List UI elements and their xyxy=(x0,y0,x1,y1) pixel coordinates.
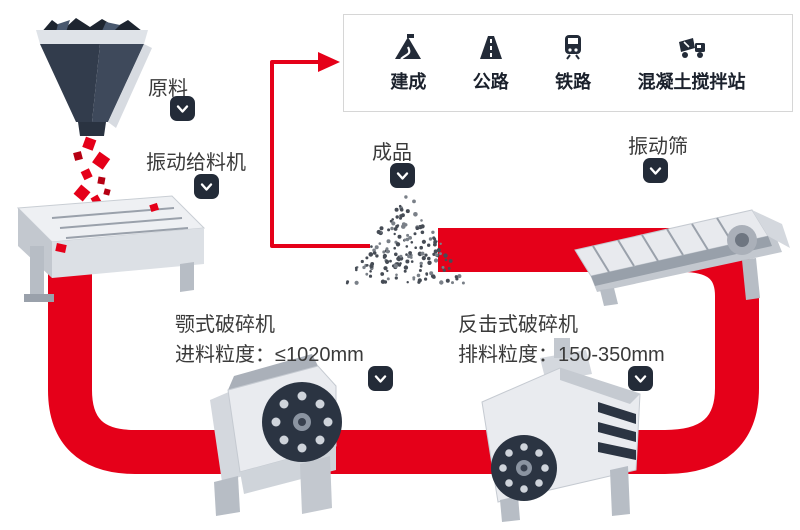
application-label: 建成 xyxy=(390,71,427,92)
application-label: 公路 xyxy=(472,71,509,92)
vibrating-screen-illustration xyxy=(574,209,790,306)
hopper-illustration xyxy=(36,18,152,136)
application-item-concrete-plant: 混凝土搅拌站 xyxy=(638,33,746,94)
jaw-crusher-spec: 进料粒度：≤1020mm xyxy=(175,344,364,366)
impact-crusher-text: 反击式破碎机 排料粒度：150-350mm xyxy=(458,310,665,370)
finished-product-tag-icon xyxy=(390,163,415,188)
highway-icon xyxy=(476,33,506,61)
vibrating-feeder-illustration xyxy=(16,195,206,302)
product-pile-illustration xyxy=(345,195,465,285)
finished-product-label: 成品 xyxy=(372,142,412,164)
falling-material-particles xyxy=(73,136,111,206)
vibrating-feeder-tag-icon xyxy=(194,174,219,199)
jaw-crusher-tag-icon xyxy=(368,366,393,391)
raw-material-label: 原料 xyxy=(148,78,188,100)
application-item-highway: 公路 xyxy=(473,33,509,94)
jaw-crusher-text: 颚式破碎机 进料粒度：≤1020mm xyxy=(175,310,364,370)
railway-icon xyxy=(558,33,588,61)
impact-crusher-tag-icon xyxy=(628,366,653,391)
impact-crusher-title: 反击式破碎机 xyxy=(458,314,578,336)
application-label: 混凝土搅拌站 xyxy=(637,71,746,92)
impact-crusher-illustration xyxy=(481,338,641,522)
impact-crusher-spec: 排料粒度：150-350mm xyxy=(458,344,665,366)
application-label: 铁路 xyxy=(555,71,592,92)
application-item-built: 建成 xyxy=(390,33,426,94)
concrete-mixing-plant-icon xyxy=(676,33,708,61)
vibrating-feeder-label: 振动给料机 xyxy=(146,152,246,174)
built-road-icon xyxy=(393,33,423,61)
jaw-crusher-title: 颚式破碎机 xyxy=(175,314,275,336)
raw-material-tag-icon xyxy=(170,96,195,121)
application-item-railway: 铁路 xyxy=(555,33,591,94)
flow-arrow xyxy=(270,52,370,248)
vibrating-screen-label: 振动筛 xyxy=(628,136,688,158)
applications-box: 建成 公路 铁路 xyxy=(343,14,793,112)
jaw-crusher-illustration xyxy=(210,354,342,516)
vibrating-screen-tag-icon xyxy=(643,158,668,183)
